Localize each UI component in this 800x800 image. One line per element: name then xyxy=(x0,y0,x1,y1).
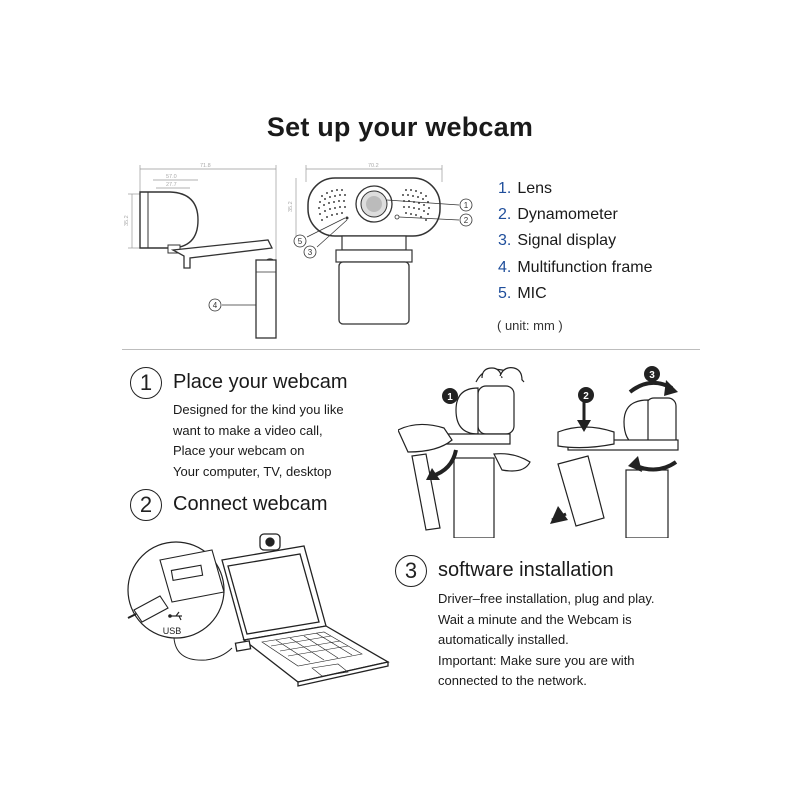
svg-text:70.2: 70.2 xyxy=(368,163,379,169)
webcam-front-view-drawing: 70.2 35.2 1 2 5 3 xyxy=(288,163,473,325)
step-2-number: 2 xyxy=(130,489,162,521)
parts-list-item: 1.Lens xyxy=(498,180,553,197)
page-title: Set up your webcam xyxy=(266,112,534,142)
parts-list-item: 2.Dynamometer xyxy=(498,206,618,224)
callout-5: 5 xyxy=(298,237,303,246)
webcam-side-view-drawing: 71.8 57.0 27.7 35.2 4 xyxy=(124,163,277,339)
step-3-title: software installation xyxy=(438,559,614,581)
callout-4: 4 xyxy=(213,301,218,310)
callout-3: 3 xyxy=(308,248,313,257)
step-1-number: 1 xyxy=(130,367,162,399)
parts-list-item: 5.MIC xyxy=(498,284,547,302)
parts-list: 1.Lens 2.Dynamometer 3.Signal display 4.… xyxy=(498,176,653,307)
laptop-usb-illustration: USB xyxy=(127,533,390,687)
mounting-illustration: 1 2 3 xyxy=(398,366,679,538)
usb-label: USB xyxy=(163,626,182,636)
callout-2: 2 xyxy=(464,216,469,225)
step-3-body: Driver–free installation, plug and play.… xyxy=(438,591,655,688)
step-1-body: Designed for the kind you like want to m… xyxy=(173,402,344,479)
step-1-title: Place your webcam xyxy=(173,371,348,393)
illustration-marker-3: 3 xyxy=(649,370,655,381)
illustration-marker-2: 2 xyxy=(583,391,589,402)
svg-text:27.7: 27.7 xyxy=(166,182,177,188)
parts-list-item: 4.Multifunction frame xyxy=(498,258,653,276)
unit-note: ( unit: mm ) xyxy=(497,318,563,333)
parts-list-item: 3.Signal display xyxy=(498,232,617,250)
svg-text:71.8: 71.8 xyxy=(200,163,211,169)
svg-text:35.2: 35.2 xyxy=(288,201,294,212)
step-3-number: 3 xyxy=(395,555,427,587)
callout-1: 1 xyxy=(464,201,469,210)
section-divider xyxy=(122,349,700,350)
illustration-marker-1: 1 xyxy=(447,392,453,403)
svg-text:35.2: 35.2 xyxy=(124,215,130,226)
svg-text:57.0: 57.0 xyxy=(166,174,177,180)
step-2-title: Connect webcam xyxy=(173,493,328,515)
